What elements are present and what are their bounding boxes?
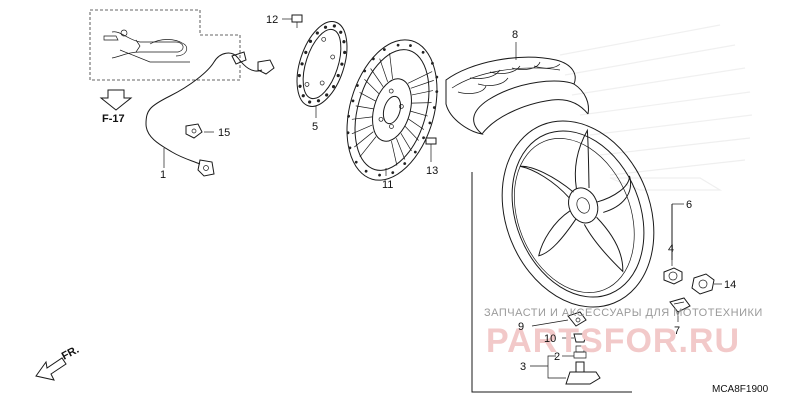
diagram-code: MCA8F1900 [712, 384, 769, 395]
part-number-11: 11 [382, 179, 393, 191]
bolt-12 [291, 14, 303, 28]
watermark-tagline: ЗАПЧАСТИ И АКСЕССУАРЫ ДЛЯ МОТОТЕХНИКИ [484, 307, 763, 319]
part-number-4: 4 [668, 243, 674, 255]
part-number-10: 10 [544, 333, 556, 345]
leader-lines [163, 18, 722, 379]
rear-wheel [471, 120, 673, 393]
part-number-14: 14 [724, 279, 736, 291]
part-number-6: 6 [686, 199, 692, 211]
axle-nut [663, 267, 683, 285]
part-number-15: 15 [218, 127, 230, 139]
collar-14 [691, 273, 715, 295]
part-number-3: 3 [520, 361, 526, 373]
part-number-9: 9 [518, 321, 524, 333]
watermark-logo: PARTSFOR.RU [486, 322, 740, 360]
part-number-12: 12 [266, 14, 278, 26]
part-number-1: 1 [160, 169, 166, 181]
part-number-13: 13 [426, 165, 438, 177]
part-7-clip [669, 297, 691, 313]
part-number-7: 7 [674, 325, 680, 337]
sensor-inset [89, 9, 241, 81]
bolt-13 [425, 137, 437, 154]
direction-label: FR. [60, 344, 81, 363]
speed-sensor-wire [145, 51, 275, 177]
wing-logo-watermark [559, 24, 753, 191]
pulser-ring [296, 21, 348, 107]
brake-disc [346, 39, 439, 181]
tire [445, 56, 589, 135]
part-number-2: 2 [554, 351, 560, 363]
part-number-8: 8 [512, 29, 518, 41]
ref-arrow: F-17 [99, 89, 133, 125]
ref-label: F-17 [102, 113, 125, 125]
part-number-5: 5 [312, 121, 318, 133]
front-direction-arrow: FR. [35, 344, 81, 381]
